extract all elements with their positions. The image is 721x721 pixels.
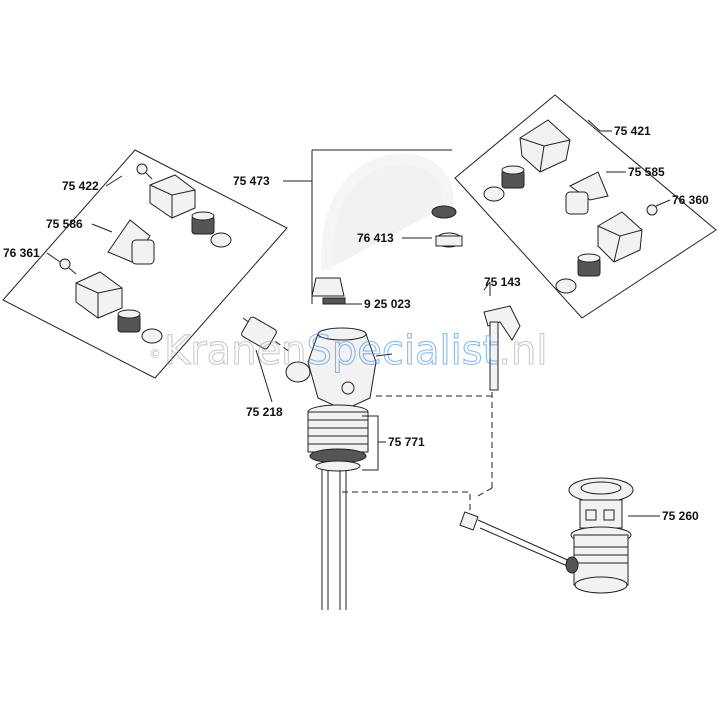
part-75218-cartridge xyxy=(241,316,277,350)
part-cartridge-lower-right xyxy=(555,253,601,294)
part-75771-shank xyxy=(307,404,379,472)
label-75260: 75 260 xyxy=(662,509,699,523)
spout-bracket xyxy=(283,180,313,304)
watermark-copyright: © xyxy=(149,347,161,361)
left-group-frame xyxy=(2,149,288,379)
part-75473-spout xyxy=(283,149,463,305)
leader-75422 xyxy=(105,175,123,187)
part-supply-pipes xyxy=(321,470,347,610)
watermark-logo: © KranenSpecialist.nl xyxy=(149,327,548,374)
label-75771: 75 771 xyxy=(388,435,425,449)
part-75260-popup-waste xyxy=(459,477,634,594)
part-76360-handle xyxy=(597,204,658,263)
leader-75421 xyxy=(587,119,612,132)
right-handle-group xyxy=(454,94,717,319)
part-75586-lever xyxy=(107,219,155,265)
label-76360: 76 360 xyxy=(672,193,709,207)
label-75218: 75 218 xyxy=(246,405,283,419)
label-75473: 75 473 xyxy=(233,174,270,188)
part-cartridge-lower-left xyxy=(117,309,163,344)
part-75585-lever xyxy=(565,171,609,215)
part-75421-handle xyxy=(519,119,571,173)
label-925023: 9 25 023 xyxy=(364,297,411,311)
part-cartridge-upper-right xyxy=(483,165,525,202)
right-group-frame xyxy=(454,94,717,319)
label-76413: 76 413 xyxy=(357,231,394,245)
part-75143-lift-rod xyxy=(477,281,521,497)
part-cartridge-upper-left xyxy=(191,211,232,248)
part-75422-handle xyxy=(136,163,196,219)
leader-75218 xyxy=(255,349,273,403)
leader-76361 xyxy=(46,252,61,263)
left-handle-group xyxy=(2,149,288,379)
label-75585: 75 585 xyxy=(628,165,665,179)
link-dashed-bottom xyxy=(342,491,471,510)
part-76361-handle xyxy=(59,258,123,319)
label-76361: 76 361 xyxy=(3,246,40,260)
label-75143: 75 143 xyxy=(484,275,521,289)
watermark-text: KranenSpecialist.nl xyxy=(164,328,547,374)
leader-76360 xyxy=(655,199,671,207)
label-75421: 75 421 xyxy=(614,124,651,138)
leader-75586 xyxy=(91,223,113,233)
part-tap-body xyxy=(241,316,393,411)
label-75422: 75 422 xyxy=(62,179,99,193)
label-75586: 75 586 xyxy=(46,217,83,231)
